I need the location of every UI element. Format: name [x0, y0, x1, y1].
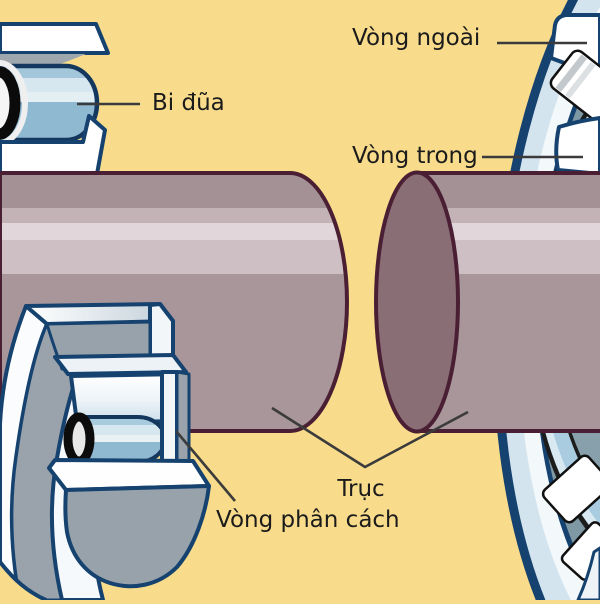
shaft-right	[374, 170, 600, 434]
roller-cylinder	[0, 60, 100, 146]
roller-end-ring	[0, 66, 21, 140]
right-bearing-roller-top	[549, 49, 600, 127]
ring-bottom-edge	[0, 560, 47, 602]
cage-post	[160, 370, 179, 466]
inner-ring-face	[554, 116, 600, 176]
outer-ring-bottom-face	[47, 458, 211, 492]
race-shadow	[0, 54, 86, 65]
label-roller: Bi đũa	[152, 90, 225, 116]
shaft-end-face	[374, 170, 460, 434]
separator-pointer-line	[175, 430, 236, 502]
inner-race	[0, 114, 107, 176]
label-shaft: Trục	[337, 476, 385, 502]
outer-ring-bottom-front	[63, 484, 211, 589]
left-bearing-cutaway	[0, 302, 211, 602]
label-separator-ring: Vòng phân cách	[216, 507, 400, 533]
inner-ring-bottom	[576, 546, 600, 602]
roller-end-rim	[0, 60, 28, 146]
right-bearing-roller-bottom2	[560, 521, 600, 581]
right-bearing-roller-bottom	[541, 454, 600, 524]
label-inner-ring: Vòng trong	[352, 143, 478, 169]
roller-in-cage	[63, 412, 168, 466]
roller-closeup	[0, 22, 110, 176]
roller-end-ring-small	[63, 412, 95, 466]
shaft-pointer-line	[271, 406, 469, 469]
pointer-lines	[77, 41, 587, 502]
outer-race	[0, 22, 110, 55]
cage-post-side	[175, 370, 191, 466]
ring-bottom-gap	[0, 562, 46, 600]
label-outer-ring: Vòng ngoài	[352, 25, 481, 51]
